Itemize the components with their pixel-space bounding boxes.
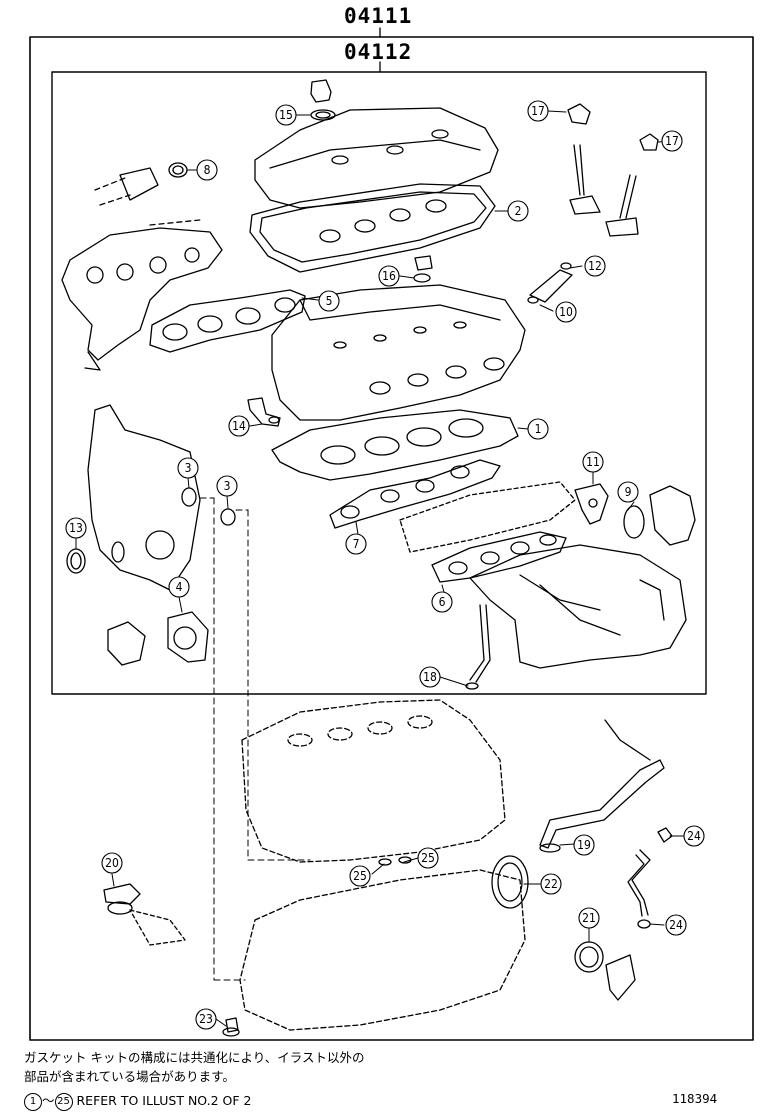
seal-25a-part bbox=[378, 858, 392, 866]
callout-19: 19 bbox=[577, 838, 591, 852]
tube-seal-15-part bbox=[413, 255, 433, 283]
valve-part bbox=[567, 103, 659, 237]
intake-manifold-part bbox=[469, 544, 687, 669]
dipstick-part bbox=[465, 604, 491, 690]
gasket-20-part bbox=[103, 883, 186, 946]
callout-3b: 3 bbox=[224, 479, 231, 493]
outer-kit-code: 04111 bbox=[344, 4, 413, 28]
callout-20: 20 bbox=[105, 856, 119, 870]
callout-21: 21 bbox=[582, 911, 596, 925]
callout-11: 11 bbox=[586, 455, 600, 469]
front-seal-13-part bbox=[66, 548, 86, 574]
callout-circles bbox=[65, 100, 705, 1030]
drain-gasket-23-part bbox=[222, 1017, 240, 1037]
callout-16: 15 bbox=[279, 108, 293, 122]
rear-seal-22-part bbox=[491, 855, 529, 909]
timing-cover-part bbox=[87, 404, 201, 591]
callout-22: 22 bbox=[544, 877, 558, 891]
callout-2: 2 bbox=[515, 204, 522, 218]
strainer-19-part bbox=[539, 719, 665, 853]
exhaust-gasket-part bbox=[149, 289, 306, 353]
intake-spacer-part bbox=[399, 481, 576, 553]
head-cover-part bbox=[249, 107, 499, 273]
callout-3a: 3 bbox=[185, 461, 192, 475]
oil-pan-part bbox=[239, 869, 526, 1031]
callout-7: 7 bbox=[353, 537, 360, 551]
injector-part bbox=[527, 262, 573, 304]
throttle-part bbox=[623, 485, 696, 546]
callout-15: 16 bbox=[382, 269, 396, 283]
note-reference: 1～25 REFER TO ILLUST NO.2 OF 2 bbox=[24, 1090, 252, 1111]
inner-kit-code: 04112 bbox=[344, 40, 413, 64]
note-japanese-line-1: ガスケット キットの構成には共通化により、イラスト以外の bbox=[24, 1050, 365, 1065]
assembly-guide-lines bbox=[199, 497, 311, 981]
callout-12: 12 bbox=[588, 259, 602, 273]
cylinder-block-part bbox=[241, 699, 506, 863]
callout-1: 1 bbox=[535, 422, 542, 436]
callout-10: 10 bbox=[559, 305, 573, 319]
callout-9: 9 bbox=[625, 485, 632, 499]
water-pump-gasket-part bbox=[107, 611, 209, 666]
gauge-24-part bbox=[627, 827, 673, 929]
callout-14: 14 bbox=[232, 419, 246, 433]
callout-23: 23 bbox=[199, 1012, 213, 1026]
cylinder-head-part bbox=[271, 284, 526, 421]
callout-labels: 15 2 1 3 3 4 5 6 7 8 9 10 11 12 13 14 16… bbox=[69, 104, 701, 1026]
outer-kit-frame bbox=[29, 36, 754, 1041]
callout-5: 5 bbox=[326, 294, 333, 308]
ref-end-badge: 25 bbox=[54, 1092, 73, 1111]
callout-24a: 24 bbox=[687, 829, 701, 843]
head-gasket-part bbox=[271, 409, 519, 481]
callout-24b: 24 bbox=[669, 918, 683, 932]
callout-25b: 25 bbox=[421, 851, 435, 865]
illustration-number: 118394 bbox=[672, 1091, 718, 1106]
note-japanese-line-2: 部品が含まれている場合があります。 bbox=[24, 1069, 235, 1084]
callout-17b: 17 bbox=[665, 134, 679, 148]
intake-gasket-part bbox=[329, 459, 501, 529]
o-ring-3a-part bbox=[181, 487, 197, 507]
callout-18: 18 bbox=[423, 670, 437, 684]
exhaust-manifold-part bbox=[61, 219, 223, 371]
intake-manifold-gasket-part bbox=[431, 531, 567, 583]
seal-8-part bbox=[94, 162, 188, 206]
o-ring-3b-part bbox=[220, 508, 236, 526]
callout-17a: 17 bbox=[531, 104, 545, 118]
callout-8: 8 bbox=[204, 163, 211, 177]
callout-6: 6 bbox=[439, 595, 446, 609]
ref-text: REFER TO ILLUST NO.2 OF 2 bbox=[72, 1093, 252, 1108]
callout-leaders bbox=[75, 110, 685, 1027]
callout-25a: 25 bbox=[353, 869, 367, 883]
sensor-14-part bbox=[247, 397, 281, 427]
gasket-11-part bbox=[574, 483, 609, 525]
oil-seal-21-part bbox=[574, 941, 636, 1001]
ref-start-badge: 1 bbox=[24, 1092, 42, 1111]
ref-tilde: ～ bbox=[42, 1093, 55, 1108]
inner-kit-frame bbox=[51, 71, 707, 695]
callout-4: 4 bbox=[176, 580, 183, 594]
callout-13: 13 bbox=[69, 521, 83, 535]
oil-filler-cap-part bbox=[310, 79, 336, 121]
